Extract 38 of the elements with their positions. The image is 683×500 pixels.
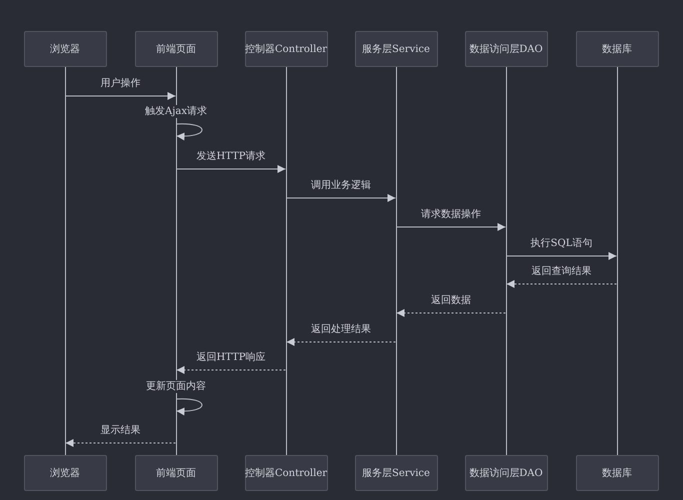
participant-box: 数据访问层DAO	[464, 455, 548, 491]
message-label: 执行SQL语句	[528, 237, 594, 250]
message-arrow	[286, 194, 396, 202]
message-label: 请求数据操作	[419, 208, 483, 221]
self-message-arrow	[176, 123, 202, 140]
message-label: 返回数据	[429, 294, 473, 307]
participant-box: 前端页面	[134, 455, 218, 491]
participant-box: 控制器Controller	[244, 31, 328, 67]
message-arrow	[506, 252, 617, 260]
message-label: 返回HTTP响应	[194, 351, 268, 364]
message-label: 发送HTTP请求	[194, 150, 268, 163]
participant-box: 前端页面	[134, 31, 218, 67]
participant-box: 浏览器	[24, 31, 106, 67]
message-arrow	[396, 223, 506, 231]
message-arrow	[506, 280, 617, 288]
lifeline	[616, 67, 618, 455]
message-arrow	[396, 309, 506, 317]
message-arrow	[176, 366, 286, 374]
message-label: 返回查询结果	[530, 265, 594, 278]
participant-box: 浏览器	[24, 455, 106, 491]
participant-box: 服务层Service	[354, 31, 438, 67]
lifeline	[64, 67, 66, 455]
message-arrow	[176, 165, 286, 173]
participant-box: 服务层Service	[354, 455, 438, 491]
participant-box: 数据库	[576, 455, 658, 491]
message-label: 用户操作	[98, 77, 142, 90]
participant-box: 数据访问层DAO	[464, 31, 548, 67]
message-arrow	[65, 439, 176, 447]
participant-box: 数据库	[576, 31, 658, 67]
message-label: 返回处理结果	[309, 323, 373, 336]
message-label: 触发Ajax请求	[143, 105, 209, 118]
message-arrow	[286, 338, 396, 346]
message-label: 显示结果	[98, 424, 142, 437]
self-message-arrow	[176, 398, 202, 416]
message-label: 调用业务逻辑	[309, 179, 373, 192]
participant-box: 控制器Controller	[244, 455, 328, 491]
message-label: 更新页面内容	[144, 380, 208, 393]
message-arrow	[65, 92, 176, 100]
